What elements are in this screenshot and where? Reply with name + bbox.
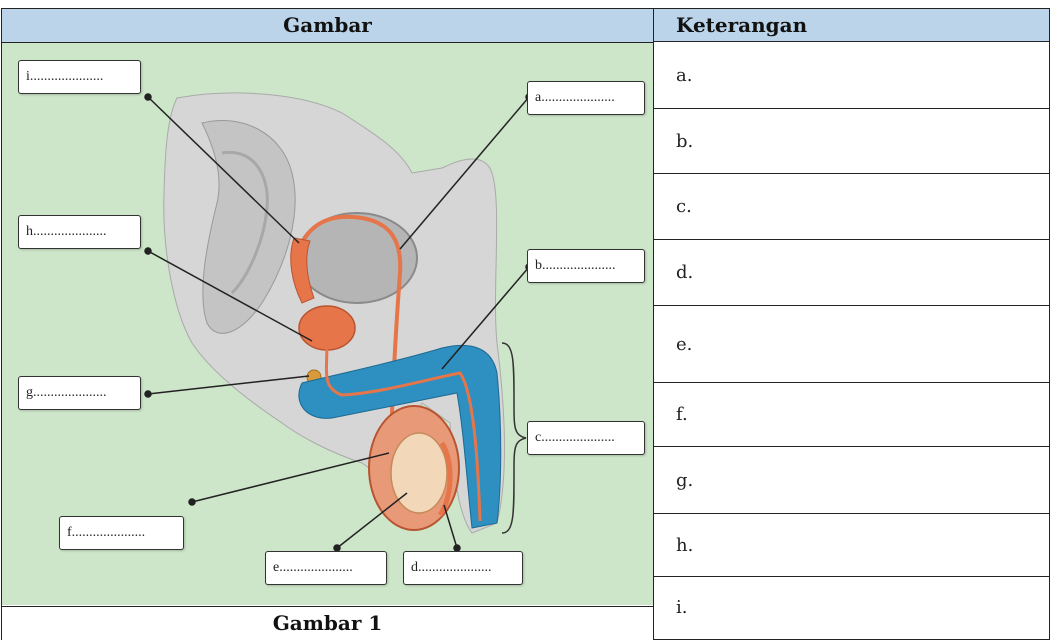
answer-row-e[interactable]: e. [654, 306, 1049, 383]
testis [391, 433, 447, 513]
answer-letter: f. [676, 404, 688, 425]
header-gambar: Gambar [2, 9, 653, 43]
answer-row-h[interactable]: h. [654, 514, 1049, 577]
answer-row-d[interactable]: d. [654, 240, 1049, 306]
label-box-g[interactable]: g..................... [18, 376, 141, 410]
label-box-c[interactable]: c..................... [527, 421, 645, 455]
answer-row-i[interactable]: i. [654, 577, 1049, 639]
label-box-b[interactable]: b..................... [527, 249, 645, 283]
label-box-d[interactable]: d..................... [403, 551, 523, 585]
answer-row-c[interactable]: c. [654, 174, 1049, 240]
anatomy-figure: i..................... h................… [2, 43, 653, 605]
answer-letter: h. [676, 535, 693, 556]
answer-row-f[interactable]: f. [654, 383, 1049, 447]
cut-off-instruction-text [0, 0, 1051, 7]
answer-letter: c. [676, 196, 692, 217]
answer-letter: a. [676, 65, 692, 86]
answer-letter: i. [676, 597, 687, 618]
leader-f [192, 453, 389, 502]
answer-row-b[interactable]: b. [654, 109, 1049, 174]
answer-column: Keterangan a. b. c. d. e. f. g. h. i. [653, 8, 1050, 640]
answer-rows: a. b. c. d. e. f. g. h. i. [654, 43, 1049, 639]
answer-letter: g. [676, 470, 693, 491]
leader-d [444, 505, 457, 548]
label-box-i[interactable]: i..................... [18, 60, 141, 94]
label-box-e[interactable]: e..................... [265, 551, 387, 585]
label-box-a[interactable]: a..................... [527, 81, 645, 115]
worksheet-table: Gambar [1, 8, 1049, 640]
figure-caption: Gambar 1 [2, 606, 653, 640]
figure-column: Gambar [1, 8, 654, 640]
label-box-f[interactable]: f..................... [59, 516, 184, 550]
answer-letter: e. [676, 334, 692, 355]
answer-row-g[interactable]: g. [654, 447, 1049, 514]
label-box-h[interactable]: h..................... [18, 215, 141, 249]
header-keterangan: Keterangan [654, 9, 1049, 42]
answer-row-a[interactable]: a. [654, 43, 1049, 109]
bracket-c [502, 343, 526, 533]
answer-letter: d. [676, 262, 693, 283]
answer-letter: b. [676, 131, 693, 152]
